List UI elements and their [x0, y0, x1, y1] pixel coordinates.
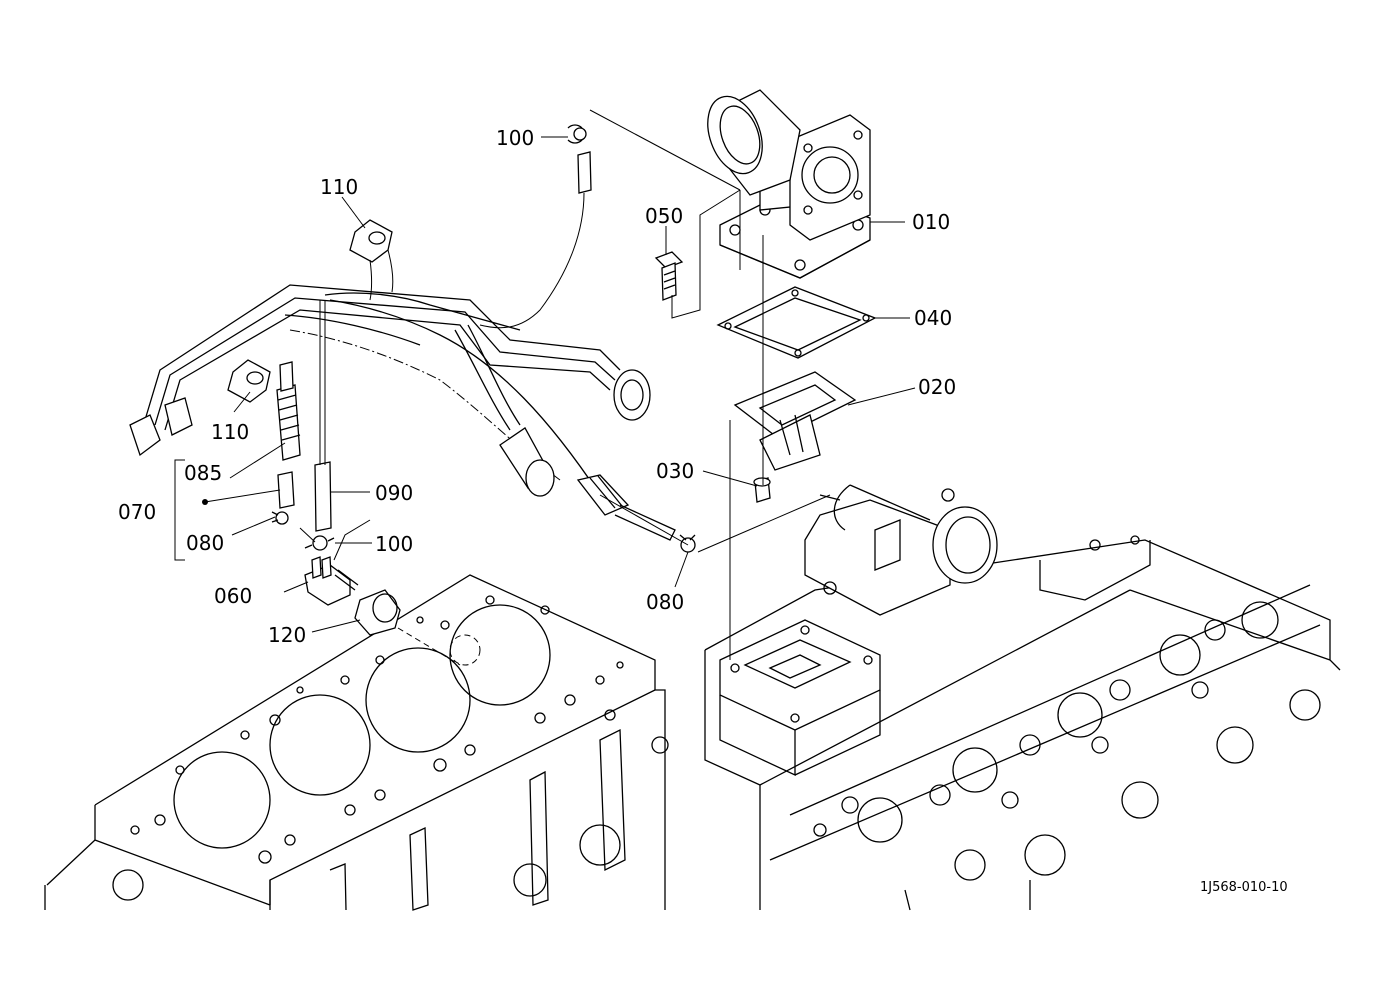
- screw-030: [753, 477, 771, 503]
- thermostat-housing: [804, 484, 998, 616]
- pipe-right-hose: [576, 474, 676, 541]
- joint-060: [304, 556, 359, 606]
- hose-090: [314, 300, 332, 532]
- intake-flange-010: [707, 89, 871, 279]
- part-label-080-left: 080: [186, 531, 224, 555]
- part-label-085: 085: [184, 461, 222, 485]
- part-label-020: 020: [918, 375, 956, 399]
- leader-lines: [174, 136, 916, 633]
- clip-110-upper: [349, 219, 394, 301]
- pipe-harness-assembly: [129, 284, 651, 497]
- part-label-110-top: 110: [320, 175, 358, 199]
- assembly-guides-right: [589, 109, 831, 660]
- part-label-100-top: 100: [496, 126, 534, 150]
- part-label-110-bottom: 110: [211, 420, 249, 444]
- intake-manifold-base: [719, 619, 881, 777]
- clamp-100-top: [479, 124, 592, 329]
- clamp-100-bottom: [304, 535, 335, 551]
- cylinder-block: [44, 574, 669, 911]
- hose-080-left: [277, 471, 295, 509]
- part-labels: 010 040 020 030 050 100 110 110 085 070 …: [118, 126, 1288, 895]
- part-label-050: 050: [645, 204, 683, 228]
- part-label-060: 060: [214, 584, 252, 608]
- part-label-030: 030: [656, 459, 694, 483]
- assembly-guides-left: [299, 494, 689, 666]
- part-label-010: 010: [912, 210, 950, 234]
- clamp-080-right: [679, 534, 696, 553]
- cylinder-head: [704, 535, 1341, 911]
- part-label-090: 090: [375, 481, 413, 505]
- part-label-080-right: 080: [646, 590, 684, 614]
- hose-085: [276, 361, 301, 461]
- bullet-dot: [202, 499, 208, 505]
- intake-heater-020: [733, 371, 857, 471]
- figure-code: 1J568-010-10: [1200, 880, 1288, 895]
- part-label-040: 040: [914, 306, 952, 330]
- nut-120: [354, 589, 401, 636]
- part-label-120: 120: [268, 623, 306, 647]
- part-label-070: 070: [118, 500, 156, 524]
- gasket-040: [716, 286, 877, 359]
- clamp-080-left: [271, 511, 289, 525]
- part-label-100-bottom: 100: [375, 532, 413, 556]
- clip-110-lower: [227, 359, 271, 403]
- bolt-050: [654, 251, 684, 301]
